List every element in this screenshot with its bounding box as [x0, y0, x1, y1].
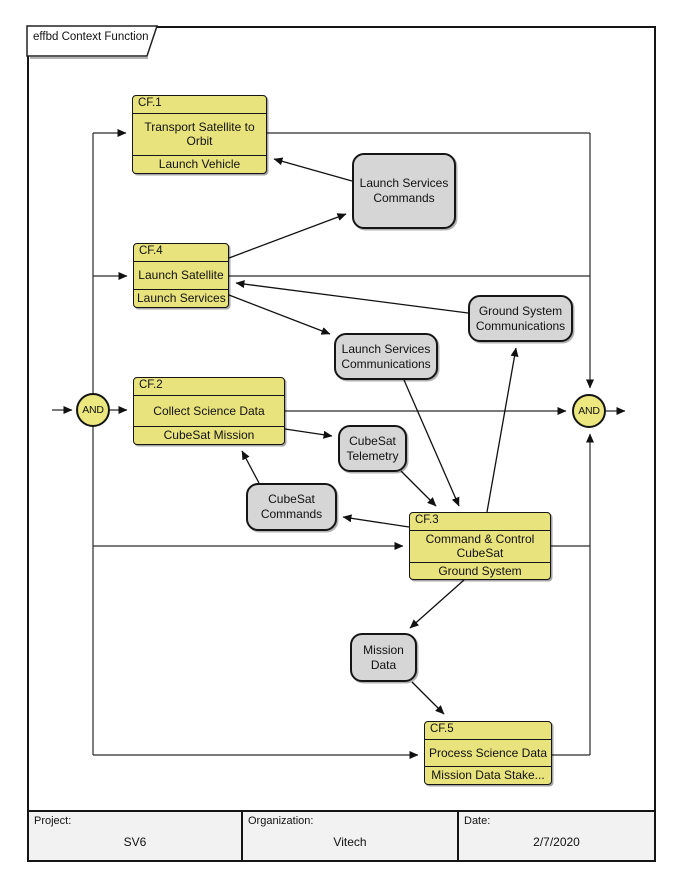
function-performer: Launch Vehicle	[133, 154, 266, 173]
flow-lines-left	[52, 129, 419, 759]
data-item-cubesat-telemetry[interactable]: CubeSat Telemetry	[338, 425, 407, 472]
project-label: Project:	[34, 815, 72, 827]
function-name: Transport Satellite to Orbit	[144, 119, 255, 149]
function-block-cf2[interactable]: CF.2 Collect Science Data CubeSat Missio…	[133, 377, 285, 445]
function-block-cf5[interactable]: CF.5 Process Science Data Mission Data S…	[424, 721, 552, 785]
function-code: CF.4	[134, 244, 228, 262]
function-code: CF.1	[133, 96, 266, 114]
and-junction-right[interactable]: AND	[572, 394, 606, 428]
data-item-launch-services-commands[interactable]: Launch Services Commands	[352, 153, 456, 229]
flow-lines-right	[229, 132, 626, 756]
date-label: Date:	[464, 815, 491, 827]
function-code: CF.3	[410, 513, 550, 531]
function-name: Launch Satellite	[138, 268, 224, 282]
function-code: CF.5	[425, 722, 551, 740]
diagram-tab-label: effbd Context Function	[33, 31, 149, 43]
data-item-launch-services-communications[interactable]: Launch Services Communications	[334, 333, 438, 380]
function-code: CF.2	[134, 378, 284, 396]
title-block: Project: SV6 Organization: Vitech Date: …	[27, 810, 656, 862]
function-performer: Mission Data Stake...	[425, 765, 551, 784]
data-item-cubesat-commands[interactable]: CubeSat Commands	[246, 483, 337, 531]
title-block-date-cell: Date: 2/7/2020	[457, 812, 654, 860]
function-block-cf3[interactable]: CF.3 Command & Control CubeSat Ground Sy…	[409, 512, 551, 580]
diagram-tab-shape	[26, 25, 159, 59]
function-performer: Ground System	[410, 561, 550, 579]
function-performer: Launch Services	[134, 288, 228, 307]
function-block-cf4[interactable]: CF.4 Launch Satellite Launch Services	[133, 243, 229, 308]
function-block-cf1[interactable]: CF.1 Transport Satellite to Orbit Launch…	[132, 95, 267, 174]
title-block-organization-cell: Organization: Vitech	[241, 812, 457, 860]
organization-label: Organization:	[248, 815, 314, 827]
date-value: 2/7/2020	[533, 834, 580, 849]
project-value: SV6	[123, 834, 147, 849]
data-item-ground-system-communications[interactable]: Ground System Communications	[468, 295, 573, 342]
data-item-mission-data[interactable]: Mission Data	[350, 633, 417, 682]
function-name: Collect Science Data	[153, 403, 265, 418]
function-name: Process Science Data	[428, 745, 548, 760]
title-block-project-cell: Project: SV6	[29, 812, 241, 860]
item-arrows	[228, 157, 519, 715]
function-name: Command & Control CubeSat	[425, 531, 535, 561]
organization-value: Vitech	[333, 834, 367, 849]
and-junction-left[interactable]: AND	[76, 393, 110, 427]
function-performer: CubeSat Mission	[134, 425, 284, 444]
